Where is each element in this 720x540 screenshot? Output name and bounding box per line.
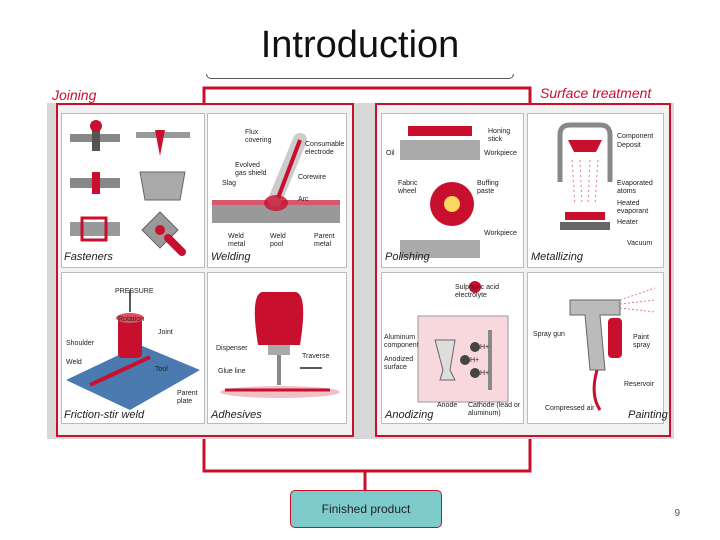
fsw-weld-label: Weld (66, 359, 82, 366)
weld-flux-label: Flux covering (245, 129, 272, 144)
label-painting: Painting (628, 409, 668, 421)
welding-illustration (212, 133, 340, 223)
polish-buffing-label: Buffing paste (477, 180, 499, 195)
fasteners-illustration (70, 120, 190, 256)
adhesive-glue-label: Glue line (218, 368, 246, 375)
anod-anode-label: Anode (437, 402, 458, 409)
polish-fabric-label: Fabric wheel (398, 180, 418, 195)
metal-component-label: Component (617, 133, 654, 140)
metal-deposit-label: Deposit (617, 142, 641, 149)
fsw-tool-label: Tool (155, 366, 168, 373)
friction-stir-illustration (66, 290, 200, 410)
adhesive-dispenser-label: Dispenser (216, 345, 248, 352)
paint-reservoir-label: Reservoir (624, 381, 654, 388)
weld-parent-label: Parent metal (314, 233, 335, 248)
anod-ion-1: H+ (480, 344, 490, 351)
anod-ion-2: H+ (470, 357, 480, 364)
polish-workpiece-bottom-label: Workpiece (484, 230, 517, 237)
cell-welding (207, 113, 347, 268)
fsw-rotation-label: Rotation (118, 316, 145, 323)
label-adhesives: Adhesives (211, 409, 262, 421)
slide-title: Introduction (260, 24, 460, 66)
anod-anodized-label: Anodized surface (384, 356, 414, 371)
fsw-shoulder-label: Shoulder (66, 340, 95, 347)
category-joining: Joining (52, 87, 97, 103)
paint-compressed-label: Compressed air (545, 405, 595, 412)
polish-honing-label: Honing stick (488, 128, 511, 143)
anod-acid-label: Sulphuric acid electrolyte (455, 284, 499, 299)
fsw-parent-label: Parent plate (177, 390, 198, 405)
fsw-joint-label: Joint (158, 329, 173, 336)
label-welding: Welding (211, 251, 251, 263)
metallizing-illustration (557, 122, 613, 230)
paint-spray-label: Paint spray (633, 334, 651, 349)
metal-heater-label: Heater (617, 219, 639, 226)
polish-workpiece-top-label: Workpiece (484, 150, 517, 157)
weld-metal-label: Weld metal (228, 233, 246, 248)
metal-vacuum-label: Vacuum (627, 240, 653, 247)
anod-aluminum-label: Aluminum component (384, 334, 419, 349)
anodizing-illustration (417, 281, 509, 403)
weld-corewire-label: Corewire (298, 174, 327, 181)
paint-spraygun-label: Spray gun (533, 331, 565, 338)
finished-product-box: Finished product (290, 490, 442, 528)
weld-consumable-label: Consumable electrode (305, 141, 345, 156)
weld-slag-label: Slag (222, 180, 237, 187)
anod-cathode-label: Cathode (lead or aluminum) (468, 402, 521, 417)
label-friction-stir: Friction-stir weld (64, 409, 145, 421)
polishing-illustration (400, 126, 480, 258)
adhesive-traverse-label: Traverse (302, 353, 330, 360)
category-surface-treatment: Surface treatment (540, 85, 652, 101)
weld-arc-label: Arc (298, 196, 309, 203)
page-number: 9 (674, 508, 680, 519)
painting-illustration (569, 287, 656, 411)
metal-heated-label: Heated evaporant (617, 200, 649, 215)
polish-oil-label: Oil (386, 150, 395, 157)
metal-evaporated-label: Evaporated atoms (617, 180, 653, 195)
weld-pool-label: Weld pool (270, 233, 286, 248)
adhesives-illustration (220, 292, 340, 398)
fsw-pressure-label: PRESSURE (115, 288, 154, 295)
label-polishing: Polishing (385, 251, 430, 263)
finished-product-label: Finished product (321, 502, 411, 516)
anod-ion-3: H+ (480, 370, 490, 377)
label-fasteners: Fasteners (64, 251, 113, 263)
label-anodizing: Anodizing (385, 409, 434, 421)
label-metallizing: Metallizing (531, 251, 583, 263)
weld-evolved-label: Evolved gas shield (235, 162, 267, 177)
